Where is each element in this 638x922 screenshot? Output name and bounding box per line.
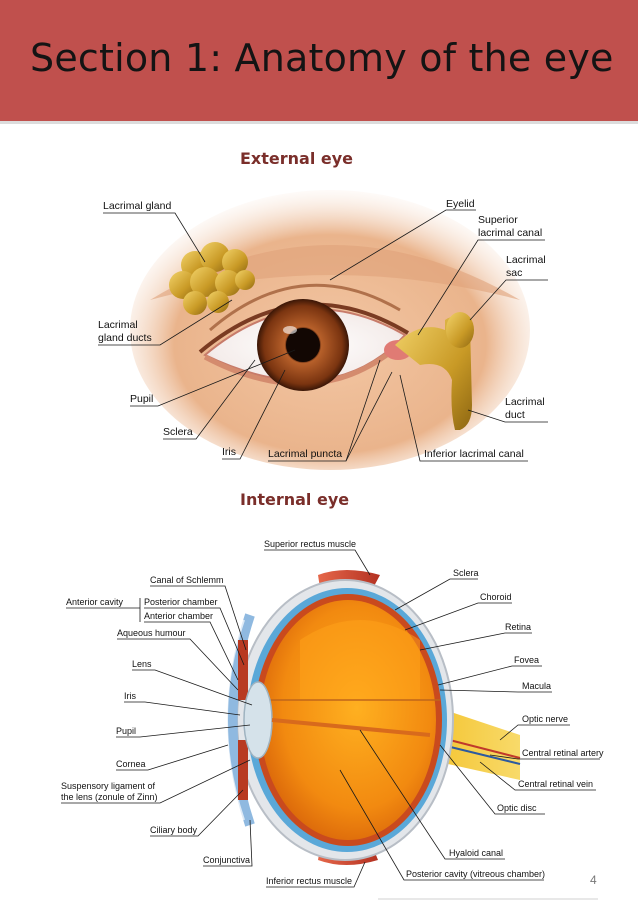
page-title: Section 1: Anatomy of the eye — [30, 36, 614, 80]
label-ciliary-body: Ciliary body — [150, 825, 198, 835]
label-sclera: Sclera — [163, 426, 193, 438]
label-hyaloid-canal: Hyaloid canal — [449, 848, 503, 858]
label-lacrimal-duct-2: duct — [505, 409, 525, 421]
label-aqueous-humour: Aqueous humour — [117, 628, 186, 638]
label-optic-disc: Optic disc — [497, 803, 537, 813]
label-optic-nerve: Optic nerve — [522, 714, 568, 724]
footer-divider — [378, 898, 598, 900]
label-central-vein: Central retinal vein — [518, 779, 593, 789]
label-posterior-cavity: Posterior cavity (vitreous chamber) — [406, 869, 545, 879]
label-posterior-chamber: Posterior chamber — [144, 597, 218, 607]
label-lacrimal-sac-1: Lacrimal — [506, 254, 546, 266]
label-suspensory-1: Suspensory ligament of — [61, 781, 156, 791]
label-retina: Retina — [505, 622, 531, 632]
label-superior-rectus: Superior rectus muscle — [264, 539, 356, 549]
external-eye-illustration — [130, 190, 530, 470]
label-conjunctiva: Conjunctiva — [203, 855, 250, 865]
label-cornea: Cornea — [116, 759, 146, 769]
label-lacrimal-puncta: Lacrimal puncta — [268, 448, 342, 460]
label-eyelid: Eyelid — [446, 198, 475, 210]
label-lens: Lens — [132, 659, 152, 669]
title-banner: Section 1: Anatomy of the eye — [0, 0, 638, 124]
label-iris: Iris — [222, 446, 236, 458]
label-anterior-cavity: Anterior cavity — [66, 597, 124, 607]
label-inferior-rectus: Inferior rectus muscle — [266, 876, 352, 886]
label-sclera-internal: Sclera — [453, 568, 479, 578]
label-lacrimal-duct-1: Lacrimal — [505, 396, 545, 408]
label-superior-canal-1: Superior — [478, 214, 518, 226]
label-choroid: Choroid — [480, 592, 512, 602]
label-central-artery: Central retinal artery — [522, 748, 604, 758]
label-lacrimal-gland: Lacrimal gland — [103, 200, 171, 212]
lacrimal-gland-shape — [169, 242, 255, 315]
label-fovea: Fovea — [514, 655, 539, 665]
label-iris-internal: Iris — [124, 691, 136, 701]
label-anterior-chamber: Anterior chamber — [144, 611, 213, 621]
label-macula: Macula — [522, 681, 551, 691]
internal-eye-heading: Internal eye — [240, 490, 350, 509]
external-eye-heading: External eye — [240, 149, 354, 168]
label-gland-ducts-2: gland ducts — [98, 332, 152, 344]
page-number: 4 — [590, 873, 597, 887]
label-gland-ducts-1: Lacrimal — [98, 319, 138, 331]
label-pupil: Pupil — [130, 393, 153, 405]
label-inferior-canal: Inferior lacrimal canal — [424, 448, 524, 460]
label-canal-schlemm: Canal of Schlemm — [150, 575, 224, 585]
label-lacrimal-sac-2: sac — [506, 267, 522, 279]
label-pupil-internal: Pupil — [116, 726, 136, 736]
label-superior-canal-2: lacrimal canal — [478, 227, 542, 239]
label-suspensory-2: the lens (zonule of Zinn) — [61, 792, 158, 802]
internal-eye-illustration — [226, 570, 521, 865]
